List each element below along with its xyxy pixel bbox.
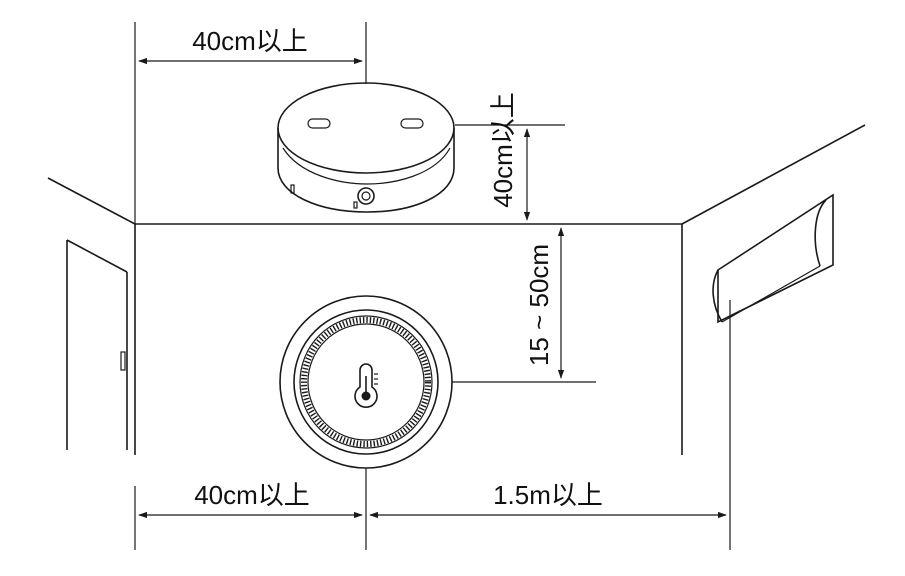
- wall-device: [279, 295, 453, 469]
- bottom-dimensions: 40cm以上 1.5m以上: [134, 300, 731, 550]
- room-outline: [47, 124, 866, 455]
- ac-distance-label: 1.5m以上: [493, 480, 603, 510]
- door-icon: [66, 239, 128, 450]
- bottom-left-clearance-label: 40cm以上: [194, 480, 310, 510]
- ceiling-wall-clearance-dimension: 40cm以上: [134, 22, 367, 224]
- ceiling-wall-clearance-label: 40cm以上: [192, 26, 308, 56]
- air-conditioner-icon: [712, 193, 834, 324]
- wall-mount-height-dimension: 15 ~ 50cm: [452, 227, 596, 383]
- ceiling-device: [277, 82, 455, 213]
- ceiling-distance-label: 40cm以上: [488, 92, 518, 208]
- wall-mount-height-label: 15 ~ 50cm: [524, 244, 554, 366]
- thermometer-icon: [354, 363, 378, 408]
- ceiling-distance-dimension: 40cm以上: [455, 92, 565, 221]
